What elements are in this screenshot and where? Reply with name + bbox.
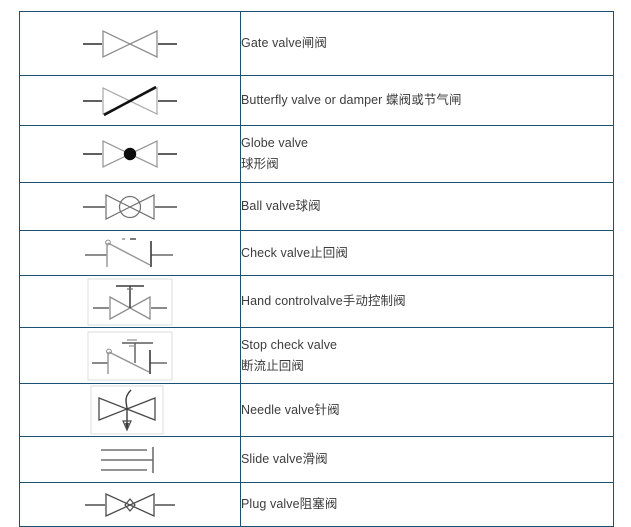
valve-label: Gate valve闸阀 xyxy=(241,36,327,51)
valve-label: Slide valve滑阀 xyxy=(241,452,328,467)
table-row: Hand controlvalve手动控制阀 xyxy=(19,275,614,328)
valve-label: Check valve止回阀 xyxy=(241,245,348,260)
symbol-cell xyxy=(19,75,241,126)
valve-label: Stop check valve xyxy=(241,337,338,352)
table-row: Gate valve闸阀 xyxy=(19,11,614,76)
symbol-cell xyxy=(19,230,241,276)
description-cell: Stop check valve 断流止回阀 xyxy=(240,327,614,384)
symbol-cell xyxy=(19,182,241,231)
symbol-cell xyxy=(19,125,241,183)
symbol-cell xyxy=(19,275,241,328)
valve-symbol-table: Gate valve闸阀 Butterfly valve or damper 蝶… xyxy=(19,11,614,527)
valve-label: 球形阀 xyxy=(241,157,279,171)
table-row: Plug valve阻塞阀 xyxy=(19,482,614,527)
valve-label: Plug valve阻塞阀 xyxy=(241,497,338,512)
table-row: Slide valve滑阀 xyxy=(19,436,614,483)
butterfly-valve-symbol xyxy=(20,81,240,121)
description-cell: Ball valve球阀 xyxy=(240,182,614,231)
valve-label: 断流止回阀 xyxy=(241,358,305,373)
hand-control-valve-symbol xyxy=(20,277,240,327)
symbol-cell xyxy=(19,383,241,437)
valve-label: Butterfly valve or damper 蝶阀或节气闸 xyxy=(241,93,462,108)
description-cell: Globe valve 球形阀 xyxy=(240,125,614,183)
description-cell: Hand controlvalve手动控制阀 xyxy=(240,275,614,328)
description-cell: Slide valve滑阀 xyxy=(240,436,614,483)
table-row: Stop check valve 断流止回阀 xyxy=(19,327,614,384)
stop-check-valve-symbol xyxy=(20,330,240,382)
description-cell: Check valve止回阀 xyxy=(240,230,614,276)
table-row: Globe valve 球形阀 xyxy=(19,125,614,183)
table-row: Needle valve针阀 xyxy=(19,383,614,437)
gate-valve-symbol xyxy=(20,24,240,64)
check-valve-symbol xyxy=(20,233,240,273)
table-row: Check valve止回阀 xyxy=(19,230,614,276)
globe-valve-symbol xyxy=(20,134,240,174)
ball-valve-symbol xyxy=(20,187,240,227)
plug-valve-symbol xyxy=(20,487,240,523)
description-cell: Needle valve针阀 xyxy=(240,383,614,437)
symbol-cell xyxy=(19,436,241,483)
valve-label: Globe valve xyxy=(241,136,309,151)
symbol-cell xyxy=(19,482,241,527)
slide-valve-symbol xyxy=(20,442,240,478)
valve-label: Needle valve针阀 xyxy=(241,402,340,417)
table-row: Butterfly valve or damper 蝶阀或节气闸 xyxy=(19,75,614,126)
symbol-cell xyxy=(19,11,241,76)
description-cell: Plug valve阻塞阀 xyxy=(240,482,614,527)
description-cell: Butterfly valve or damper 蝶阀或节气闸 xyxy=(240,75,614,126)
valve-label: Ball valve球阀 xyxy=(241,199,321,214)
description-cell: Gate valve闸阀 xyxy=(240,11,614,76)
valve-label: Hand controlvalve手动控制阀 xyxy=(241,294,406,309)
symbol-cell xyxy=(19,327,241,384)
table-body: Gate valve闸阀 Butterfly valve or damper 蝶… xyxy=(19,11,614,527)
table-row: Ball valve球阀 xyxy=(19,182,614,231)
needle-valve-symbol xyxy=(20,384,240,436)
